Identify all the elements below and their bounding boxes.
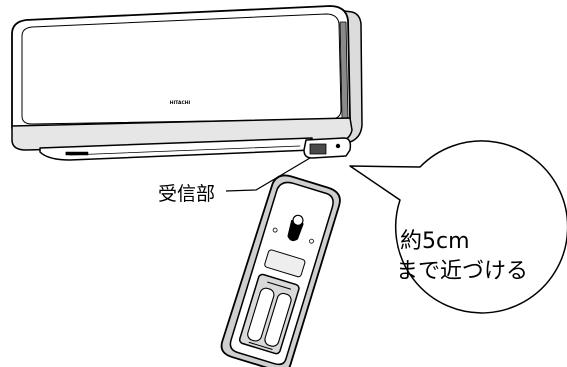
callout-bubble [349,140,567,314]
callout-text-line2: まで近づける [396,259,528,284]
receiver-sensor [309,143,327,155]
unit-louver [39,137,313,161]
remote-screw-right [309,238,314,244]
receiver-leader-line [225,157,311,192]
remote-controller [220,174,341,367]
louver-line [69,145,301,156]
battery-slot-left [247,287,275,342]
distance-callout: 約5cm まで近づける [349,140,567,314]
callout-text-line1: 約5cm [400,229,470,254]
remote-screw-left [272,227,278,233]
receiver-label: 受信部 [158,183,215,205]
indoor-unit [11,5,363,161]
remote-hanger-top [292,214,304,226]
battery-contact-bottom [248,341,273,350]
louver-slot [65,151,89,156]
receiver-dot [335,143,341,149]
battery-slot-right [264,292,292,347]
unit-inner-panel [21,13,342,125]
battery-contact-top [267,281,292,290]
remote-recess [264,249,306,278]
brand-logo: HITACHI [170,100,191,106]
